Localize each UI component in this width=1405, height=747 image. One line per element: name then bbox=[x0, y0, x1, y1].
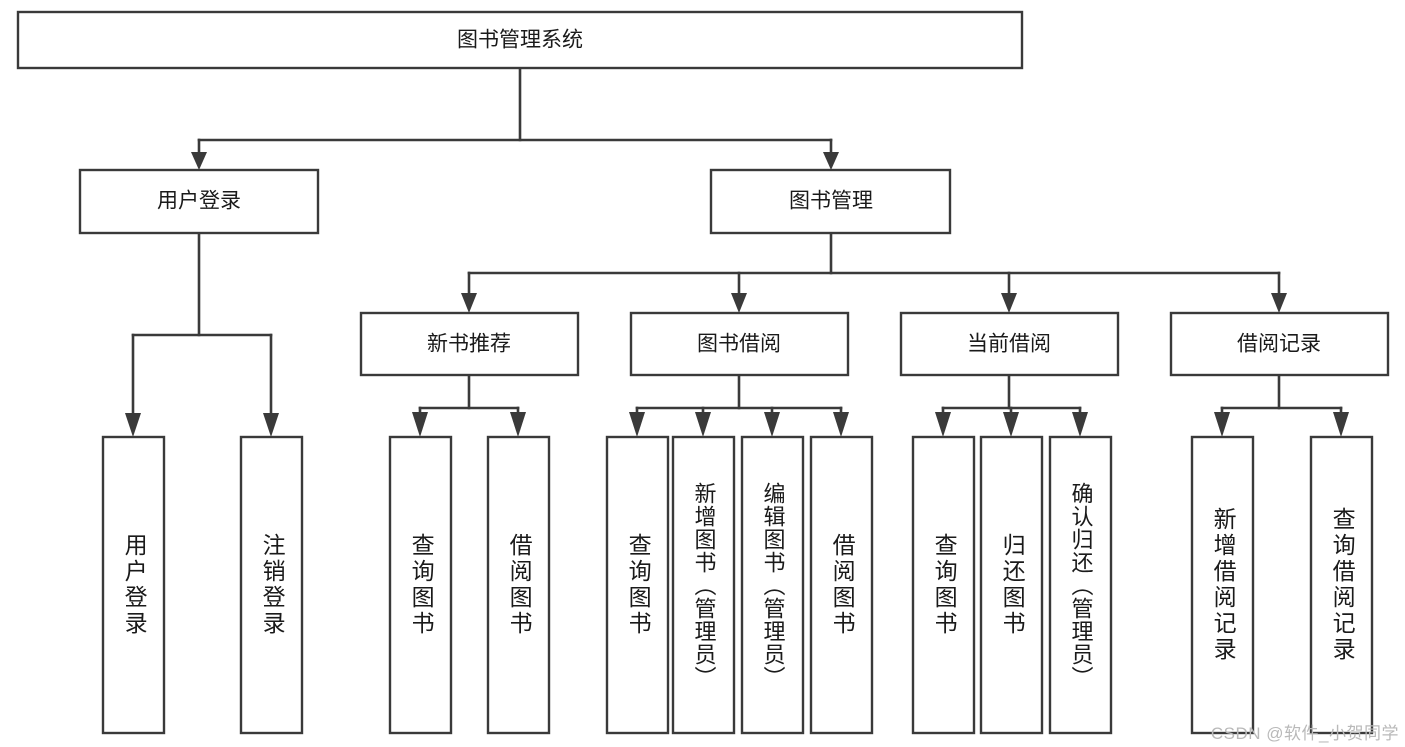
node-leaf-add-book-box[interactable] bbox=[671, 435, 736, 735]
node-root[interactable]: 图书管理系统 bbox=[16, 10, 1024, 70]
node-user-login-label: 用户登录 bbox=[157, 190, 241, 213]
arrowhead-book-borrow bbox=[731, 293, 747, 313]
arrowhead-leaf-borrow-book-1 bbox=[510, 412, 526, 437]
node-leaf-query-record[interactable]: 查询借阅记录 bbox=[1309, 435, 1374, 735]
node-leaf-add-book-label: 新增图书（管理员） bbox=[691, 481, 717, 689]
node-book-borrow[interactable]: 图书借阅 bbox=[629, 311, 850, 377]
node-leaf-query-book-3-label: 查询图书 bbox=[931, 533, 958, 637]
arrowhead-leaf-query-record bbox=[1333, 412, 1349, 437]
arrowhead-leaf-user-logout bbox=[263, 413, 279, 437]
node-root-label: 图书管理系统 bbox=[457, 29, 583, 52]
node-new-book-rec[interactable]: 新书推荐 bbox=[359, 311, 580, 377]
node-leaf-query-book-1[interactable]: 查询图书 bbox=[388, 435, 453, 735]
node-current-borrow[interactable]: 当前借阅 bbox=[899, 311, 1120, 377]
node-leaf-user-logout-label: 注销登录 bbox=[259, 533, 286, 637]
leaf-group: 用户登录 注销登录 查询图书 借阅图书 bbox=[101, 435, 1374, 735]
node-leaf-borrow-book-2-box[interactable] bbox=[809, 435, 874, 735]
node-root-box[interactable] bbox=[16, 10, 1024, 70]
arrowhead-leaf-query-book-1 bbox=[412, 412, 428, 437]
node-leaf-borrow-book-1-box[interactable] bbox=[486, 435, 551, 735]
arrowhead-user-login bbox=[191, 152, 207, 170]
arrowhead-leaf-add-book bbox=[695, 412, 711, 437]
node-leaf-query-book-2-box[interactable] bbox=[605, 435, 670, 735]
node-book-manage[interactable]: 图书管理 bbox=[709, 168, 952, 235]
arrowhead-leaf-add-record bbox=[1214, 412, 1230, 437]
node-leaf-return-book[interactable]: 归还图书 bbox=[979, 435, 1044, 735]
node-leaf-edit-book[interactable]: 编辑图书（管理员） bbox=[740, 435, 805, 735]
node-book-manage-box[interactable] bbox=[709, 168, 952, 235]
node-leaf-borrow-book-1-label: 借阅图书 bbox=[506, 533, 533, 637]
node-leaf-query-book-3[interactable]: 查询图书 bbox=[911, 435, 976, 735]
node-borrow-record[interactable]: 借阅记录 bbox=[1169, 311, 1390, 377]
node-book-borrow-box[interactable] bbox=[629, 311, 850, 377]
node-leaf-return-book-box[interactable] bbox=[979, 435, 1044, 735]
node-current-borrow-label: 当前借阅 bbox=[967, 333, 1051, 356]
arrowhead-book-manage bbox=[823, 152, 839, 170]
node-new-book-rec-box[interactable] bbox=[359, 311, 580, 377]
arrowhead-leaf-user-login bbox=[125, 413, 141, 437]
node-leaf-query-book-1-label: 查询图书 bbox=[408, 533, 435, 637]
node-leaf-edit-book-label: 编辑图书（管理员） bbox=[760, 481, 786, 689]
node-leaf-add-record-box[interactable] bbox=[1190, 435, 1255, 735]
arrowhead-leaf-query-book-2 bbox=[629, 412, 645, 437]
node-leaf-confirm-return[interactable]: 确认归还（管理员） bbox=[1048, 435, 1113, 735]
node-book-manage-label: 图书管理 bbox=[789, 190, 873, 213]
node-user-login-box[interactable] bbox=[78, 168, 320, 235]
node-leaf-edit-book-box[interactable] bbox=[740, 435, 805, 735]
node-leaf-query-record-box[interactable] bbox=[1309, 435, 1374, 735]
node-leaf-query-book-3-box[interactable] bbox=[911, 435, 976, 735]
arrowhead-current-borrow bbox=[1001, 293, 1017, 313]
node-leaf-borrow-book-1[interactable]: 借阅图书 bbox=[486, 435, 551, 735]
arrowhead-leaf-confirm-return bbox=[1072, 412, 1088, 437]
arrowhead-new-book-rec bbox=[461, 293, 477, 313]
node-leaf-user-logout[interactable]: 注销登录 bbox=[239, 435, 304, 735]
node-user-login[interactable]: 用户登录 bbox=[78, 168, 320, 235]
node-leaf-user-logout-box[interactable] bbox=[239, 435, 304, 735]
node-leaf-borrow-book-2[interactable]: 借阅图书 bbox=[809, 435, 874, 735]
arrowhead-borrow-record bbox=[1271, 293, 1287, 313]
node-current-borrow-box[interactable] bbox=[899, 311, 1120, 377]
node-leaf-add-record-label: 新增借阅记录 bbox=[1210, 507, 1237, 663]
node-leaf-query-book-1-box[interactable] bbox=[388, 435, 453, 735]
node-leaf-query-book-2[interactable]: 查询图书 bbox=[605, 435, 670, 735]
connector-group bbox=[125, 66, 1349, 437]
node-new-book-rec-label: 新书推荐 bbox=[427, 333, 511, 356]
arrowhead-leaf-edit-book bbox=[764, 412, 780, 437]
node-leaf-user-login-box[interactable] bbox=[101, 435, 166, 735]
node-leaf-user-login-label: 用户登录 bbox=[121, 533, 148, 637]
node-leaf-add-book[interactable]: 新增图书（管理员） bbox=[671, 435, 736, 735]
node-leaf-user-login[interactable]: 用户登录 bbox=[101, 435, 166, 735]
node-leaf-borrow-book-2-label: 借阅图书 bbox=[829, 533, 856, 637]
arrowhead-leaf-borrow-book-2 bbox=[833, 412, 849, 437]
arrowhead-leaf-return-book bbox=[1003, 412, 1019, 437]
node-leaf-confirm-return-box[interactable] bbox=[1048, 435, 1113, 735]
arrowhead-leaf-query-book-3 bbox=[935, 412, 951, 437]
node-leaf-query-record-label: 查询借阅记录 bbox=[1329, 507, 1356, 663]
node-borrow-record-box[interactable] bbox=[1169, 311, 1390, 377]
node-leaf-query-book-2-label: 查询图书 bbox=[625, 533, 652, 637]
node-leaf-return-book-label: 归还图书 bbox=[999, 533, 1026, 637]
node-leaf-add-record[interactable]: 新增借阅记录 bbox=[1190, 435, 1255, 735]
node-borrow-record-label: 借阅记录 bbox=[1237, 333, 1321, 356]
node-leaf-confirm-return-label: 确认归还（管理员） bbox=[1068, 481, 1094, 689]
node-book-borrow-label: 图书借阅 bbox=[697, 333, 781, 356]
